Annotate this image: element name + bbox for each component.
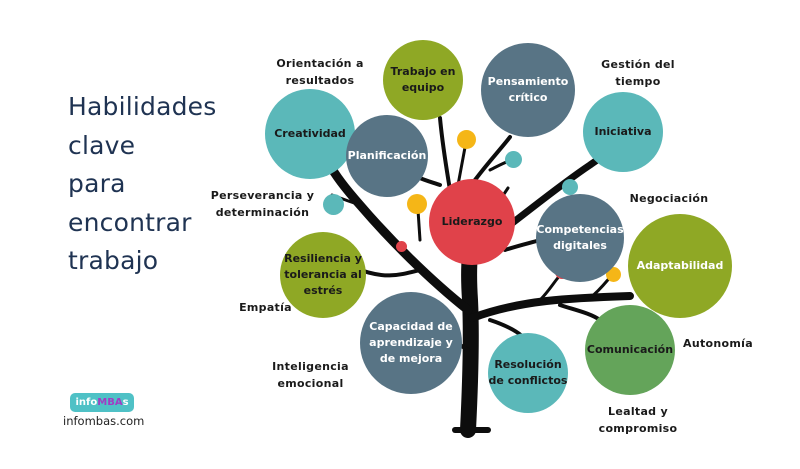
title-line: clave: [68, 130, 136, 160]
label-inteligencia-emocional: Inteligencia emocional: [268, 358, 353, 392]
skill-label: Capacidad de: [369, 320, 453, 333]
skill-label: Trabajo en: [390, 65, 456, 78]
label-line: Perseverancia y: [210, 189, 315, 202]
label-negociacion: Negociación: [624, 190, 714, 207]
label-line: Lealtad y: [608, 405, 668, 418]
label-orientacion-resultados: Orientación a resultados: [270, 55, 370, 89]
skill-label: Resolución: [494, 358, 562, 371]
skill-label: tolerancia al: [284, 268, 362, 281]
skill-label: de conflictos: [488, 374, 568, 387]
label-gestion-tiempo: Gestión del tiempo: [593, 56, 683, 90]
logo-suffix: s: [122, 397, 129, 408]
title-line: Habilidades: [68, 92, 217, 121]
skill-label: Adaptabilidad: [636, 259, 724, 272]
label-line: resultados: [285, 74, 355, 87]
teal-dot-icon: [562, 179, 578, 195]
skill-label: Comunicación: [586, 343, 674, 356]
skill-creatividad: Creatividad: [265, 89, 355, 179]
label-line: determinación: [215, 206, 310, 219]
label-lealtad-compromiso: Lealtad y compromiso: [593, 403, 683, 437]
skill-label: estrés: [303, 284, 343, 297]
label-line: Orientación a: [276, 57, 364, 70]
skill-pensamiento-critico: Pensamiento crítico: [481, 43, 575, 137]
title-line: trabajo: [68, 246, 159, 275]
skill-label: aprendizaje y: [369, 336, 453, 349]
skill-label: crítico: [508, 91, 548, 104]
skill-planificacion: Planificación: [346, 115, 428, 197]
teal-dot-icon: [505, 151, 522, 168]
title-line: encontrar: [68, 207, 192, 237]
label-perseverancia: Perseverancia y determinación: [205, 187, 320, 221]
label-autonomia: Autonomía: [678, 335, 758, 352]
logo-prefix: info: [75, 397, 98, 408]
teal-dot-icon: [323, 194, 344, 215]
yellow-dot-icon: [606, 267, 621, 282]
label-line: tiempo: [615, 75, 661, 88]
label-line: Autonomía: [683, 337, 753, 350]
skill-resiliencia: Resiliencia y tolerancia al estrés: [280, 232, 366, 318]
skill-adaptabilidad: Adaptabilidad: [628, 214, 732, 318]
skill-label: de mejora: [379, 352, 443, 365]
label-line: Negociación: [629, 192, 709, 205]
skill-capacidad-aprendizaje: Capacidad de aprendizaje y de mejora: [360, 292, 462, 394]
skill-label: Resiliencia y: [284, 252, 362, 265]
title-line: para: [68, 169, 126, 198]
skill-label: digitales: [553, 239, 607, 252]
skill-iniciativa: Iniciativa: [583, 92, 663, 172]
skill-label: Iniciativa: [594, 125, 652, 138]
label-line: Inteligencia: [272, 360, 349, 373]
skill-label: Planificación: [347, 149, 427, 162]
logo-highlight: MBA: [97, 397, 123, 408]
label-line: Empatía: [239, 301, 292, 314]
skill-label: equipo: [401, 81, 445, 94]
skill-liderazgo: Liderazgo: [429, 179, 515, 265]
skill-label: Creatividad: [274, 127, 346, 140]
page-title: Habilidades clave para encontrar trabajo: [68, 88, 217, 281]
skill-label: Pensamiento: [487, 75, 569, 88]
yellow-dot-icon: [457, 130, 476, 149]
skill-label: Liderazgo: [441, 215, 503, 228]
red-dot-icon: [396, 241, 407, 252]
skill-resolucion-conflictos: Resolución de conflictos: [488, 333, 568, 413]
label-empatia: Empatía: [233, 299, 298, 316]
label-line: emocional: [277, 377, 344, 390]
skill-comunicacion: Comunicación: [585, 305, 675, 395]
yellow-dot-icon: [407, 194, 427, 214]
skill-competencias-digitales: Competencias digitales: [536, 194, 624, 282]
label-line: Gestión del: [601, 58, 675, 71]
skill-trabajo-equipo: Trabajo en equipo: [383, 40, 463, 120]
skill-label: Competencias: [536, 223, 624, 236]
label-line: compromiso: [598, 422, 678, 435]
logo-url: infombas.com: [63, 414, 145, 428]
